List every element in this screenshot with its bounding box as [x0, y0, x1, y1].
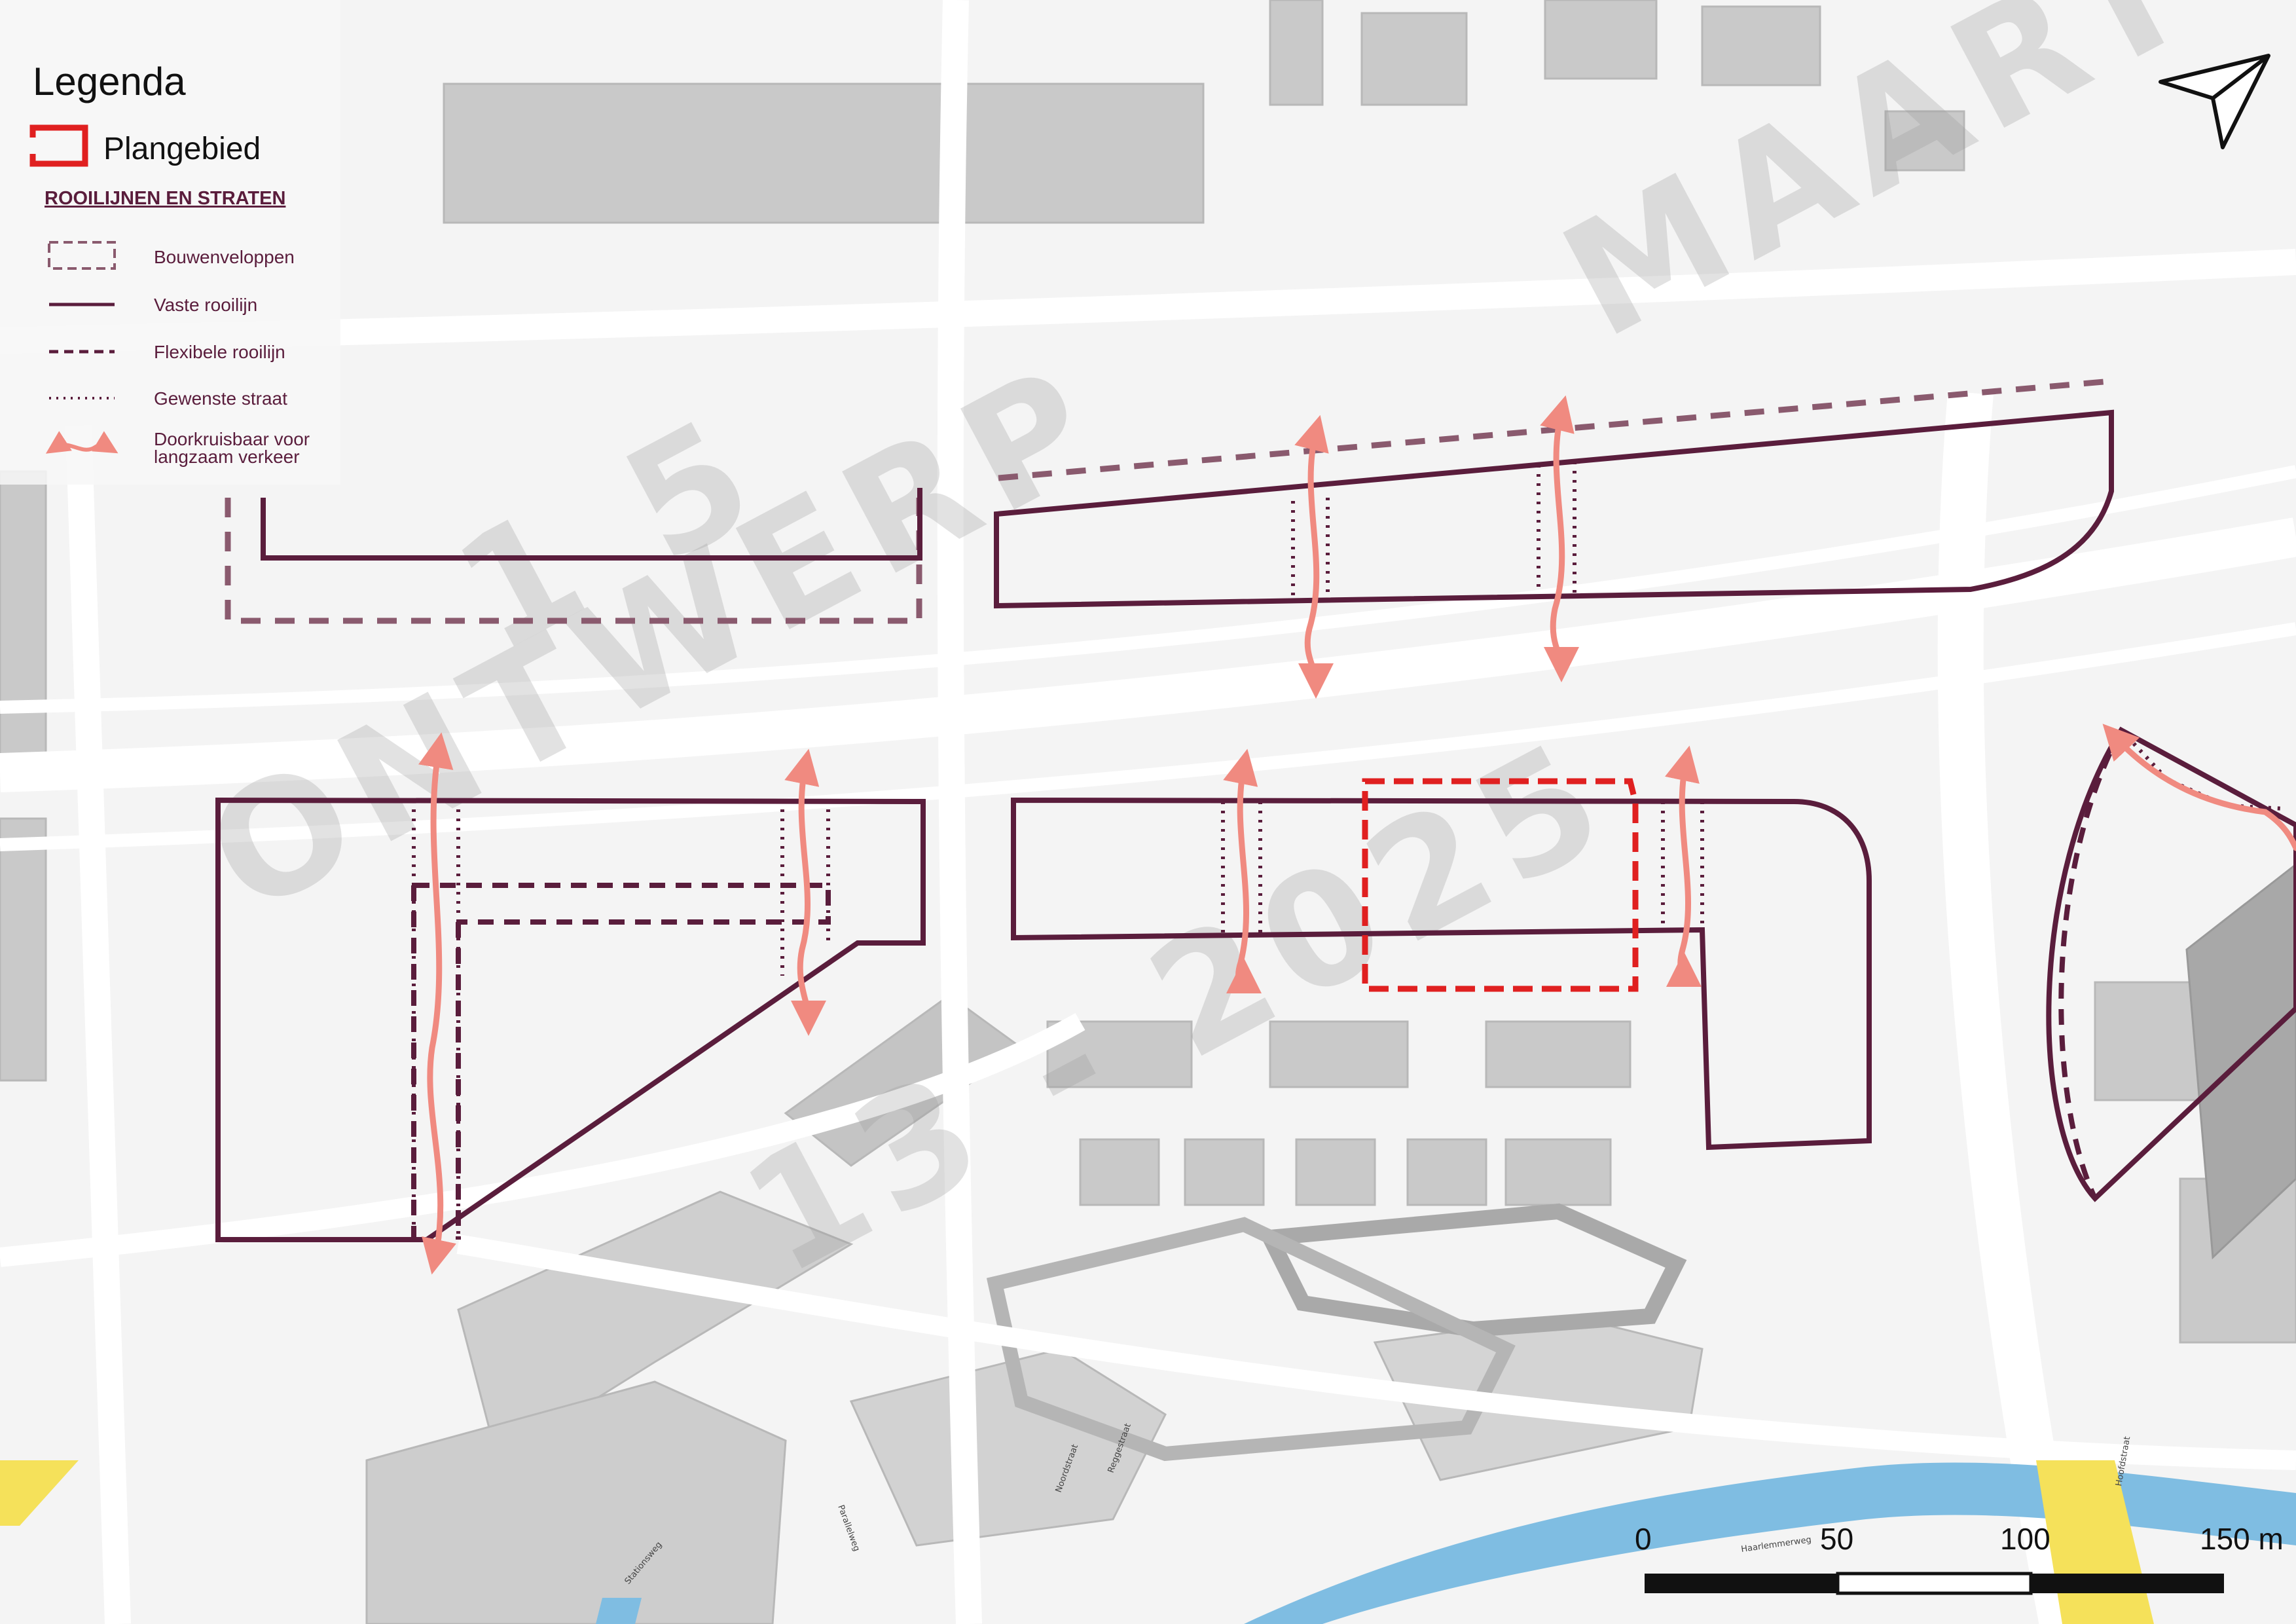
plangebied-legend-icon [29, 124, 88, 167]
water-small [596, 1598, 642, 1624]
legend-section-title: ROOILIJNEN EN STRATEN [45, 188, 285, 209]
legend-item-flexibele-rooilijn: Flexibele rooilijn [154, 342, 285, 362]
north-arrow-icon [2159, 54, 2270, 149]
legend-item-bouwenveloppen: Bouwenveloppen [154, 247, 295, 267]
pond-outline [1258, 1203, 1687, 1338]
scale-label-150: 150 m [2200, 1522, 2284, 1556]
doorkruisbaar-langzaam-verkeer [418, 395, 2296, 1275]
legend-item-doorkruisbaar-1: Doorkruisbaar voor [154, 429, 310, 449]
base-buildings [0, 0, 2296, 1344]
legend-title: Legenda [33, 60, 186, 103]
river [1244, 1462, 2296, 1624]
doorkruisbaar-legend-icon [45, 431, 118, 454]
scale-label-100: 100 [2000, 1522, 2050, 1556]
plangebied-outline [1362, 778, 1639, 992]
legend: Legenda Plangebied ROOILIJNEN EN STRATEN… [0, 0, 340, 485]
legend-item-doorkruisbaar-2: langzaam verkeer [154, 447, 300, 467]
yellow-zone-left [0, 1460, 79, 1526]
scale-label-0: 0 [1635, 1522, 1652, 1556]
building-block-lower-left [365, 1380, 787, 1624]
bouwenveloppen-legend-icon [48, 241, 116, 270]
scale-label-50: 50 [1820, 1522, 1853, 1556]
legend-plangebied: Plangebied [103, 132, 261, 166]
legend-item-gewenste-straat: Gewenste straat [154, 388, 287, 409]
scale-bar: 0 50 100 150 m [1635, 1522, 2284, 1595]
building-block-lower-mid [849, 1348, 1167, 1547]
legend-item-vaste-rooilijn: Vaste rooilijn [154, 295, 257, 315]
vaste-rooilijn [215, 409, 2296, 1242]
canal-area [986, 1217, 1516, 1462]
